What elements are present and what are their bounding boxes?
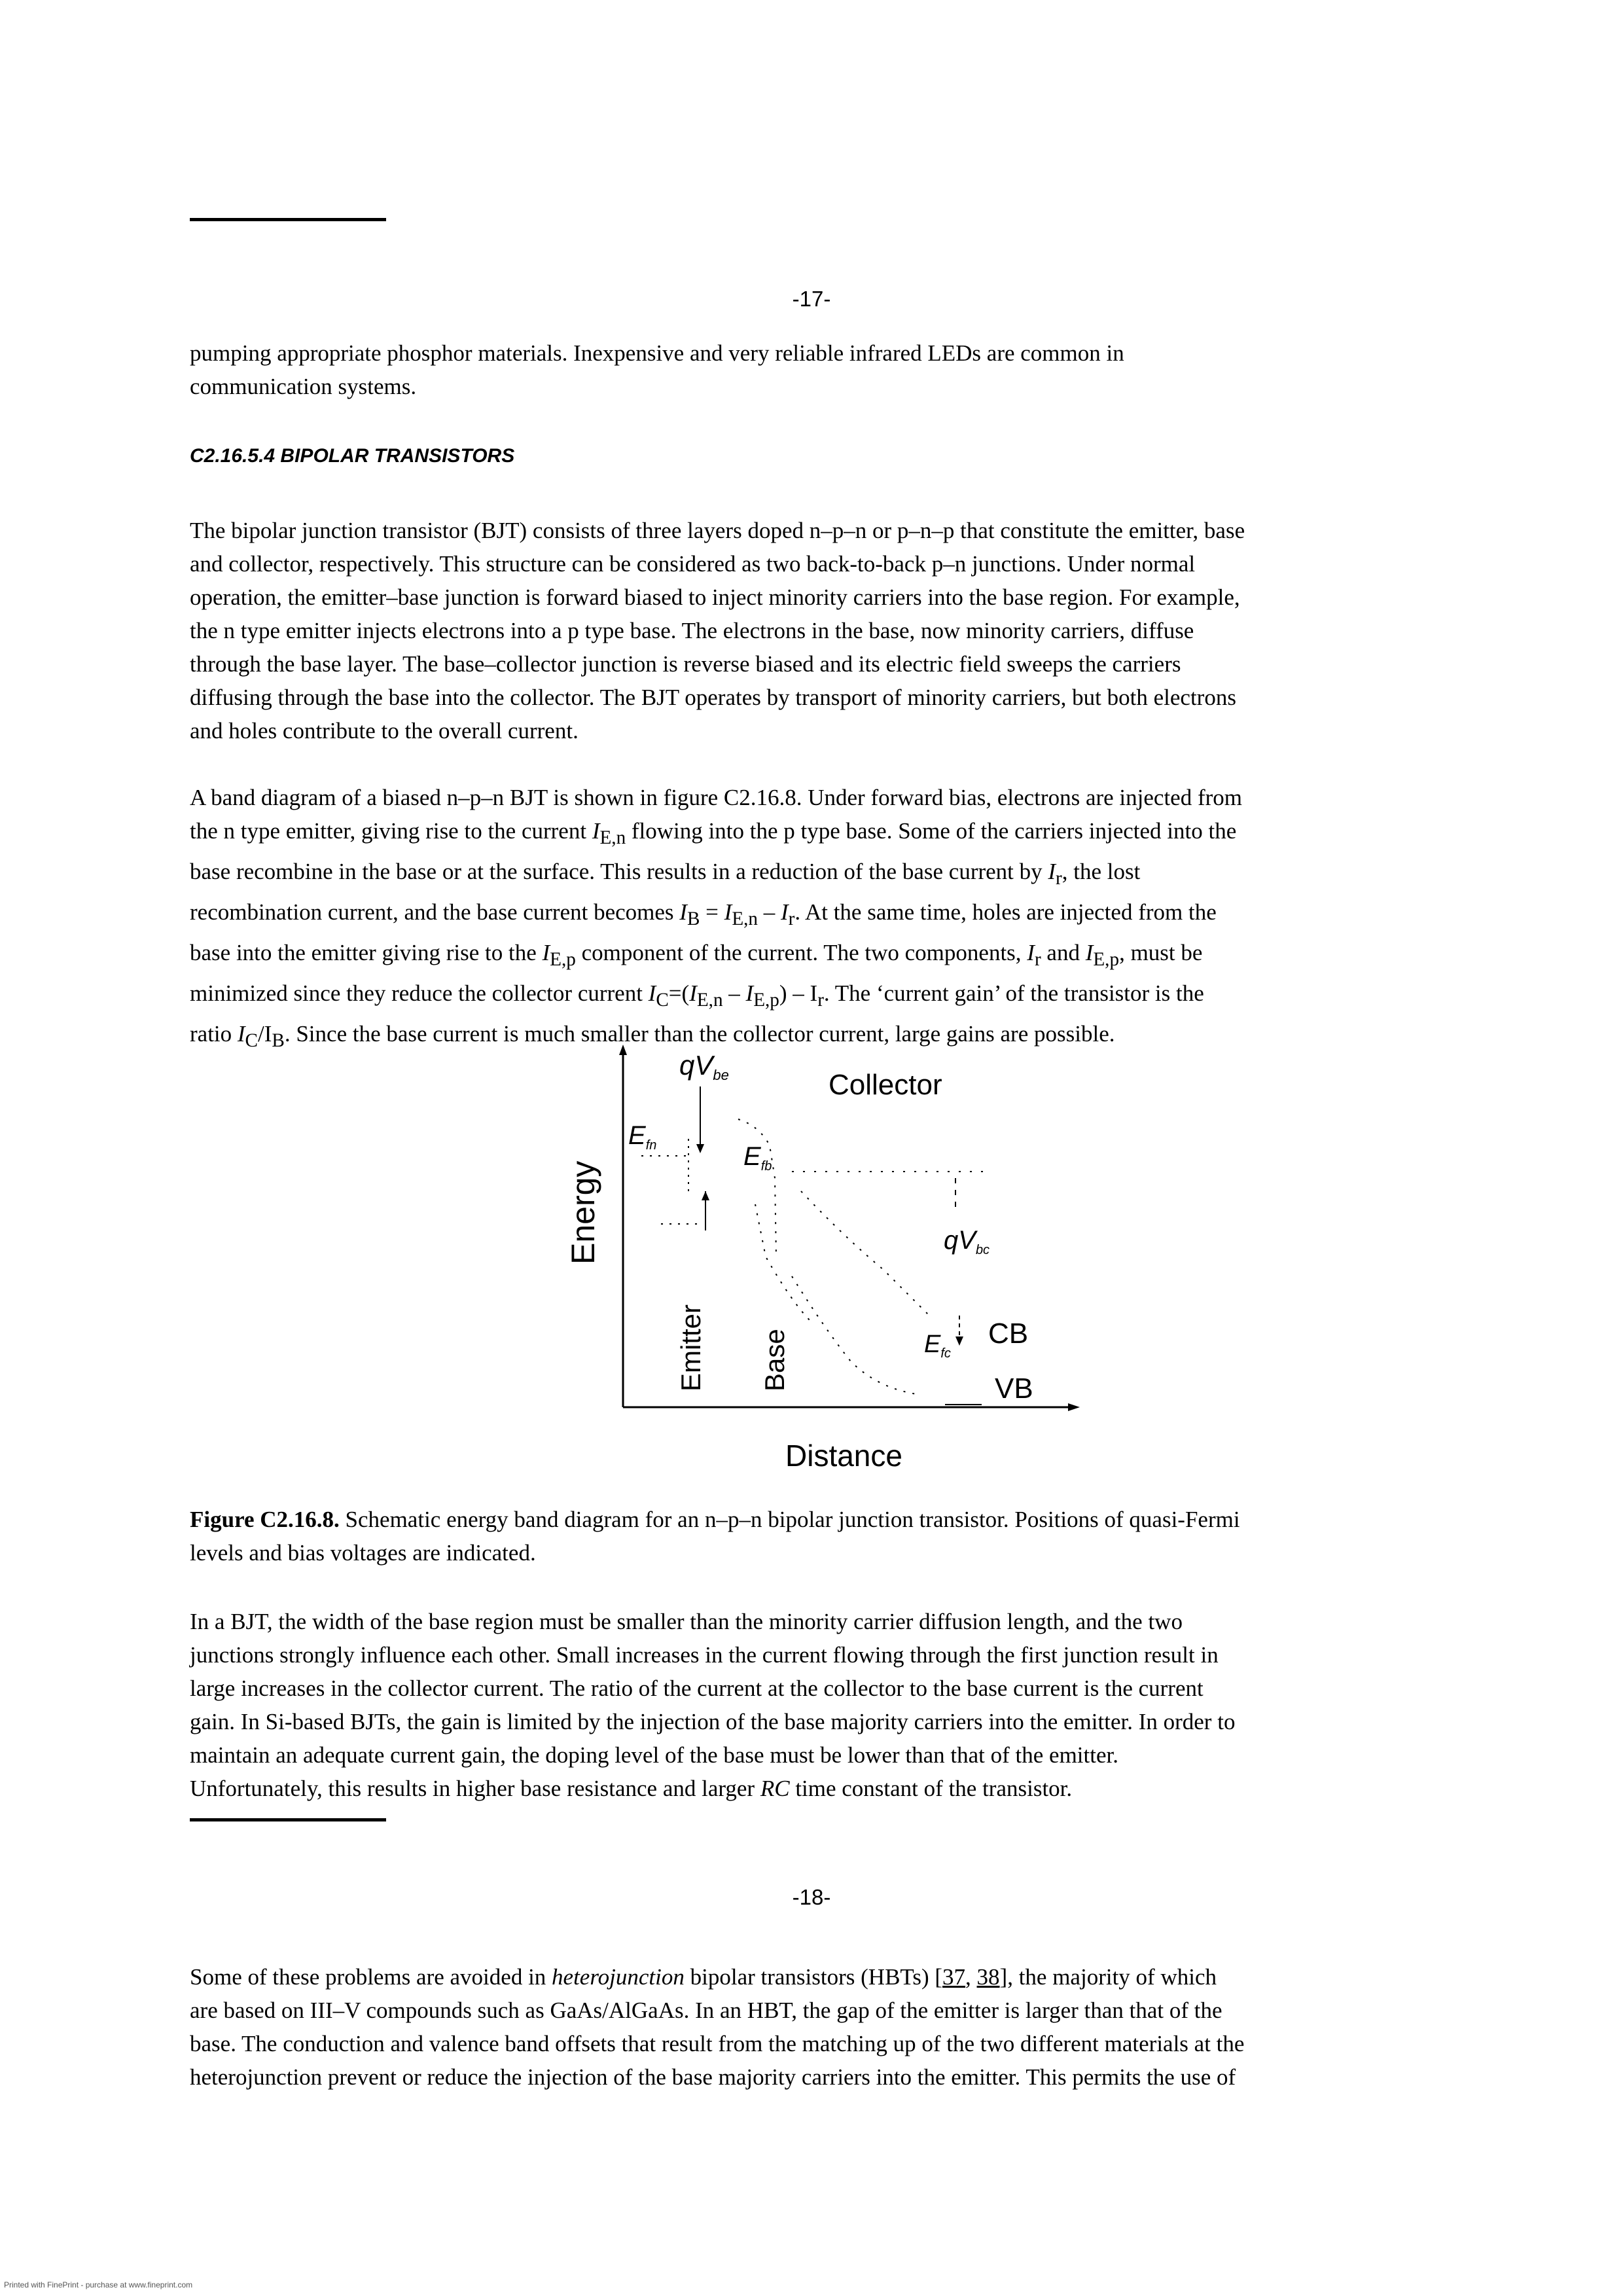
vb-label: VB <box>995 1372 1033 1405</box>
bottom-rule <box>190 1818 386 1821</box>
text-line: heterojunction prevent or reduce the inj… <box>190 2064 1236 2090</box>
base-label: Base <box>759 1329 790 1391</box>
paragraph-hbt: Some of these problems are avoided in he… <box>190 1960 1440 2094</box>
qvbc-arrowhead <box>955 1336 963 1346</box>
text-line: base into the emitter giving rise to the… <box>190 940 1203 970</box>
text-line: base. The conduction and valence band of… <box>190 2031 1245 2056</box>
text-line: diffusing through the base into the coll… <box>190 685 1236 710</box>
ef-base-label: Efb <box>743 1142 772 1174</box>
efn-label: Efn <box>628 1121 656 1153</box>
printer-footer: Printed with FinePrint - purchase at www… <box>4 2280 193 2289</box>
cb-label: CB <box>988 1318 1028 1350</box>
caption-label: Figure C2.16.8. <box>190 1507 340 1532</box>
text-line: and holes contribute to the overall curr… <box>190 718 579 744</box>
text-line: through the base layer. The base–collect… <box>190 651 1181 677</box>
collector-label: Collector <box>829 1069 942 1101</box>
qvbe-arrowhead <box>696 1144 704 1153</box>
text-line: the n type emitter, giving rise to the c… <box>190 818 1237 848</box>
energy-axis-arrow <box>619 1045 627 1055</box>
paragraph-band-diagram: A band diagram of a biased n–p–n BJT is … <box>190 781 1440 1058</box>
distance-label: Distance <box>785 1439 902 1473</box>
text-line: base recombine in the base or at the sur… <box>190 859 1141 889</box>
paragraph-top: pumping appropriate phosphor materials. … <box>190 336 1440 403</box>
emitter-label: Emitter <box>675 1304 706 1391</box>
reference-link-37[interactable]: 37 <box>942 1964 966 1990</box>
text-line: gain. In Si-based BJTs, the gain is limi… <box>190 1709 1236 1734</box>
caption-line: levels and bias voltages are indicated. <box>190 1540 536 1566</box>
text-line: ratio IC/IB. Since the base current is m… <box>190 1021 1115 1051</box>
text-line: In a BJT, the width of the base region m… <box>190 1609 1183 1634</box>
paragraph-base-width: In a BJT, the width of the base region m… <box>190 1605 1440 1805</box>
band-diagram-figure: qVbe Collector Energy Efn Efb qVbc Efc C… <box>565 1045 1080 1473</box>
text-line: minimized since they reduce the collecto… <box>190 980 1204 1011</box>
qvbe-label: qVbe <box>679 1050 729 1083</box>
base-cb-curve <box>738 1119 777 1257</box>
caption-line: Figure C2.16.8. Schematic energy band di… <box>190 1507 1240 1532</box>
text-line: and collector, respectively. This struct… <box>190 551 1196 577</box>
text-line: Unfortunately, this results in higher ba… <box>190 1776 1073 1801</box>
text-line: junctions strongly influence each other.… <box>190 1642 1219 1668</box>
text-line: communication systems. <box>190 374 417 399</box>
page-number-17: -17- <box>792 287 831 311</box>
text-line: large increases in the collector current… <box>190 1676 1204 1701</box>
collector-cb-curve <box>800 1191 930 1316</box>
top-rule <box>190 218 386 221</box>
text-line: The bipolar junction transistor (BJT) co… <box>190 518 1245 543</box>
text-line: Some of these problems are avoided in he… <box>190 1964 1217 1990</box>
text-line: maintain an adequate current gain, the d… <box>190 1742 1118 1768</box>
text-line: the n type emitter injects electrons int… <box>190 618 1194 643</box>
reference-link-38[interactable]: 38 <box>976 1964 1000 1990</box>
text-line: operation, the emitter–base junction is … <box>190 584 1240 610</box>
text-line: pumping appropriate phosphor materials. … <box>190 340 1124 366</box>
section-heading: C2.16.5.4 BIPOLAR TRANSISTORS <box>190 445 515 467</box>
figure-caption: Figure C2.16.8. Schematic energy band di… <box>190 1503 1440 1570</box>
text-line: A band diagram of a biased n–p–n BJT is … <box>190 785 1242 810</box>
base-vb-curve <box>755 1204 812 1323</box>
collector-vb-curve <box>791 1276 917 1395</box>
paragraph-bjt: The bipolar junction transistor (BJT) co… <box>190 514 1440 747</box>
distance-axis-arrow <box>1068 1403 1080 1411</box>
junction-arrowhead <box>702 1191 709 1200</box>
page-number-18: -18- <box>792 1885 831 1909</box>
text-line: recombination current, and the base curr… <box>190 899 1217 929</box>
qvbc-label: qVbc <box>944 1226 990 1257</box>
ef-collector-label: Efc <box>924 1331 951 1361</box>
text-line: are based on III–V compounds such as GaA… <box>190 1998 1222 2023</box>
energy-label: Energy <box>565 1161 601 1265</box>
